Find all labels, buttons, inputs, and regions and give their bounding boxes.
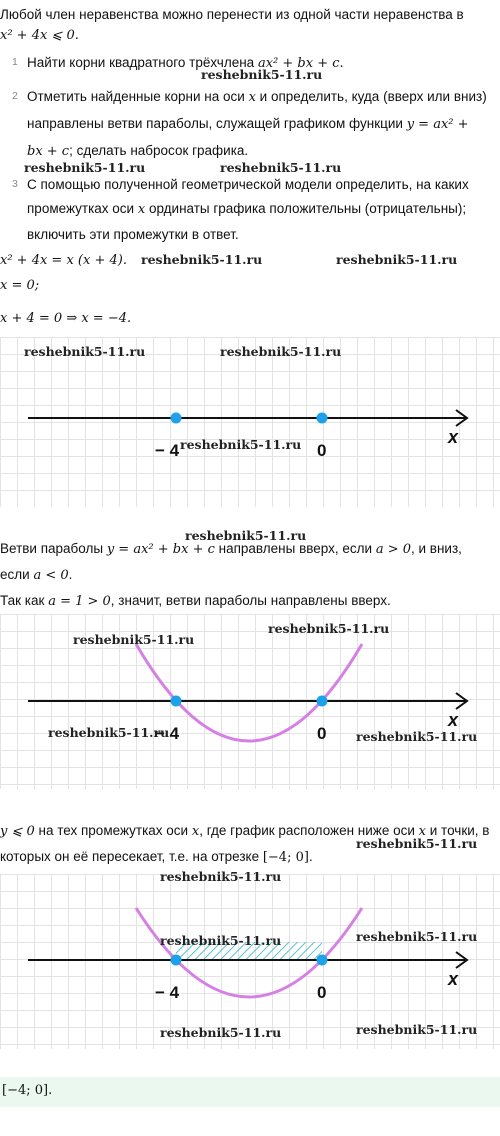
parabola-curve [134,643,364,743]
point-minus-four [170,695,182,707]
watermark: reshebnik5-11.ru [160,869,282,884]
conclusion-line1: y ⩽ 0 на тех промежутках оси x, где граф… [0,823,490,839]
point-minus-four [170,412,182,424]
step-3-line1: С помощью полученной геометрической моде… [27,177,469,192]
figure-solution: − 4 0 x [0,874,500,1049]
point-minus-four [170,954,182,966]
step-number-3: 3 [12,178,18,190]
label-zero: 0 [317,983,327,1002]
root-zero: x = 0; [0,278,40,293]
figure-number-line: − 4 0 x [0,337,500,507]
intro-text: Любой член неравенства можно перенести и… [0,7,464,22]
watermark: reshebnik5-11.ru [180,437,302,452]
watermark: reshebnik5-11.ru [356,929,478,944]
answer-text: [−4; 0]. [2,1083,53,1098]
parabola-curve [134,907,364,999]
answer-box: [−4; 0]. [0,1077,500,1107]
step-2-line1: Отметить найденные корни на оси x и опре… [27,89,487,105]
axis-label-x: x [448,969,459,989]
factorization: x² + 4x = x (x + 4). [0,253,127,268]
step-2-line2: направлены ветви параболы, служащей граф… [27,116,469,132]
step-1-text: Найти корни квадратного трёхчлена ax² + … [27,55,344,71]
watermark: reshebnik5-11.ru [356,729,478,744]
number-line-svg [28,409,469,427]
point-zero [316,412,328,424]
root-minus-four: x + 4 = 0 ⇒ x = −4. [0,311,132,326]
watermark: reshebnik5-11.ru [141,252,263,267]
solution-hatch [176,942,322,960]
watermark: reshebnik5-11.ru [201,67,323,82]
watermark: reshebnik5-11.ru [24,160,146,175]
solution-svg [28,907,469,999]
label-minus-four: − 4 [155,983,180,1002]
point-zero [316,695,328,707]
watermark: reshebnik5-11.ru [356,836,478,851]
watermark: reshebnik5-11.ru [220,344,342,359]
watermark: reshebnik5-11.ru [160,933,282,948]
axis-label-x: x [448,710,459,730]
watermark: reshebnik5-11.ru [356,1022,478,1037]
conclusion-line2: которых он её пересекает, т.е. на отрезк… [0,849,313,865]
watermark: reshebnik5-11.ru [73,632,195,647]
watermark: reshebnik5-11.ru [336,252,458,267]
branches-line2: если a < 0. [0,567,73,583]
step-3-line2: промежутках оси x ординаты графика полож… [27,201,467,217]
step-2-line3: bx + c; сделать набросок графика. [27,143,249,159]
point-zero [316,954,328,966]
watermark: reshebnik5-11.ru [268,621,390,636]
figure-parabola: − 4 0 x [0,614,500,789]
label-minus-four: − 4 [155,441,180,460]
step-number-2: 2 [12,90,18,102]
step-number-1: 1 [12,56,18,68]
label-zero: 0 [317,724,327,743]
watermark: reshebnik5-11.ru [220,160,342,175]
label-minus-four: − 4 [155,724,180,743]
watermark: reshebnik5-11.ru [24,344,146,359]
axis-label-x: x [448,427,459,447]
parabola-svg [28,643,469,743]
branches-line3: Так как a = 1 > 0, значит, ветви парабол… [0,593,391,609]
step-3-line3: включить эти промежутки в ответ. [27,227,239,242]
watermark: reshebnik5-11.ru [185,528,307,543]
watermark: reshebnik5-11.ru [48,725,170,740]
label-zero: 0 [317,441,327,460]
watermark: reshebnik5-11.ru [160,1025,282,1040]
branches-line1: Ветви параболы y = ax² + bx + c направле… [0,541,462,557]
intro-inequality: x² + 4x ⩽ 0. [0,28,79,43]
